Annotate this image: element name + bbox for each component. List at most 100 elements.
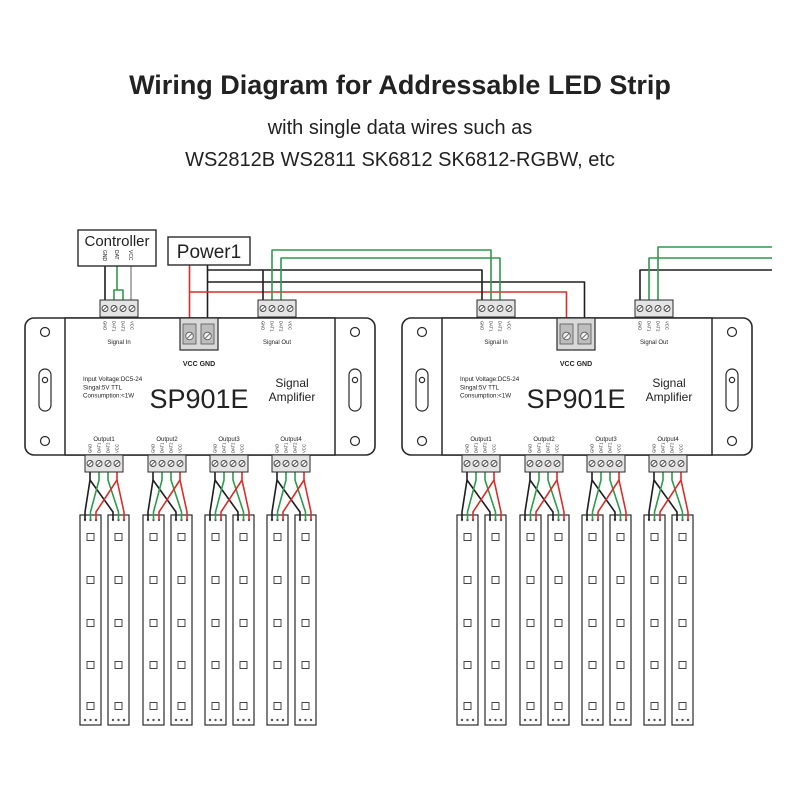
power-terminal-housing (179, 317, 219, 351)
output-2-label: Output2 (533, 437, 555, 443)
strip-data-wire (653, 468, 664, 520)
screw-slot (102, 306, 108, 311)
left-mount-hole-bottom (416, 435, 428, 447)
strip-gnd-wire (89, 479, 114, 520)
output-2-pin-dat2: DAT2 (546, 442, 551, 453)
strip-gnd-wire (147, 468, 154, 520)
right-mount-slot-hole (728, 376, 736, 384)
output-1-terminal-housing (84, 454, 124, 473)
led-strip (79, 514, 102, 726)
strip-vcc-wire (618, 479, 627, 520)
strip-pad-bottom (686, 718, 690, 722)
strip-pad-bottom (534, 718, 538, 722)
strip-vcc-wire (659, 468, 682, 520)
power-terminal-label: VCC GND (183, 361, 215, 368)
strip-data-wire (294, 468, 307, 520)
signal-in-terminal (99, 299, 139, 318)
output-2-terminal-housing (147, 454, 187, 473)
led-strip (581, 514, 604, 726)
output-4-pin-dat2: DAT2 (670, 442, 675, 453)
strip-vcc-wire (158, 468, 181, 520)
power-supply-label: Power1 (177, 242, 241, 263)
screw-slot (111, 306, 117, 311)
led-chip (526, 533, 535, 541)
led-chip (211, 702, 220, 710)
led-chip (239, 576, 248, 584)
subtitle: with single data wires such as (267, 117, 533, 139)
strip-vcc-wire (179, 479, 188, 520)
led-chip (301, 576, 310, 584)
screw-slot (527, 461, 533, 466)
led-chip (491, 533, 500, 541)
output-4-terminal (648, 454, 688, 473)
led-chip (86, 661, 95, 669)
signal-out-pin-gnd: GND (638, 321, 643, 330)
output-3-pin-dat1: DAT1 (599, 442, 604, 453)
strip-data-wire (484, 468, 497, 520)
led-strip (547, 514, 570, 726)
screw-slot (637, 306, 643, 311)
left-mount-slot (38, 368, 52, 412)
output-4-pin-gnd: GND (652, 444, 657, 453)
strip-gnd-wire (529, 479, 554, 520)
device-name-line1: Signal (652, 376, 685, 390)
screw-slot (301, 461, 307, 466)
strip-pad-bottom (557, 718, 560, 722)
right-mount-hole-top (726, 326, 738, 338)
output-3-pin-vcc: VCC (617, 444, 622, 453)
left-mount-slot (415, 368, 429, 412)
signal-out-pin-gnd: GND (261, 321, 266, 330)
screw-slot (186, 333, 193, 339)
led-chip (526, 619, 535, 627)
controller-pin-gnd: GND (101, 250, 107, 262)
led-chip (650, 702, 659, 710)
screw-slot (589, 461, 595, 466)
strip-pad-bottom (613, 718, 617, 722)
screw-slot (488, 306, 494, 311)
led-chip (678, 619, 687, 627)
strip-pad-bottom (488, 718, 492, 722)
led-chip (554, 702, 563, 710)
screw-slot (497, 306, 503, 311)
led-chip (463, 576, 472, 584)
led-chip (491, 661, 500, 669)
output-2-pin-gnd: GND (151, 444, 156, 453)
signal-out-pin-vcc: VCC (288, 321, 293, 330)
signal-out-data1-wire (648, 257, 772, 302)
output-3-pin-dat2: DAT2 (608, 442, 613, 453)
led-strip (671, 514, 694, 726)
strip-gnd-wire (466, 479, 491, 520)
led-chip (463, 533, 472, 541)
screw-slot (177, 461, 183, 466)
strip-vcc-wire (535, 468, 558, 520)
led-chip (114, 533, 123, 541)
led-chip (301, 661, 310, 669)
screw-slot (545, 461, 551, 466)
strip-gnd-wire (524, 468, 531, 520)
led-chip (650, 619, 659, 627)
power-terminal (179, 317, 219, 351)
led-chip (463, 619, 472, 627)
led-chip (616, 576, 625, 584)
led-chip (114, 619, 123, 627)
screw-slot (607, 461, 613, 466)
led-chip (273, 576, 282, 584)
screw-slot (278, 306, 284, 311)
screw-slot (491, 461, 497, 466)
output-4-terminal-housing (271, 454, 311, 473)
left-mount-hole-top (39, 326, 51, 338)
led-chip (463, 702, 472, 710)
right-mount-hole-bottom (726, 435, 738, 447)
signal-gnd-link-wire (207, 269, 483, 302)
strip-pad-bottom (653, 718, 656, 722)
led-chip (211, 533, 220, 541)
output-2-terminal-housing (524, 454, 564, 473)
signal-in-terminal-housing (476, 299, 516, 318)
output-1-label: Output1 (93, 437, 115, 443)
screw-slot (464, 461, 470, 466)
screw-slot (581, 333, 588, 339)
